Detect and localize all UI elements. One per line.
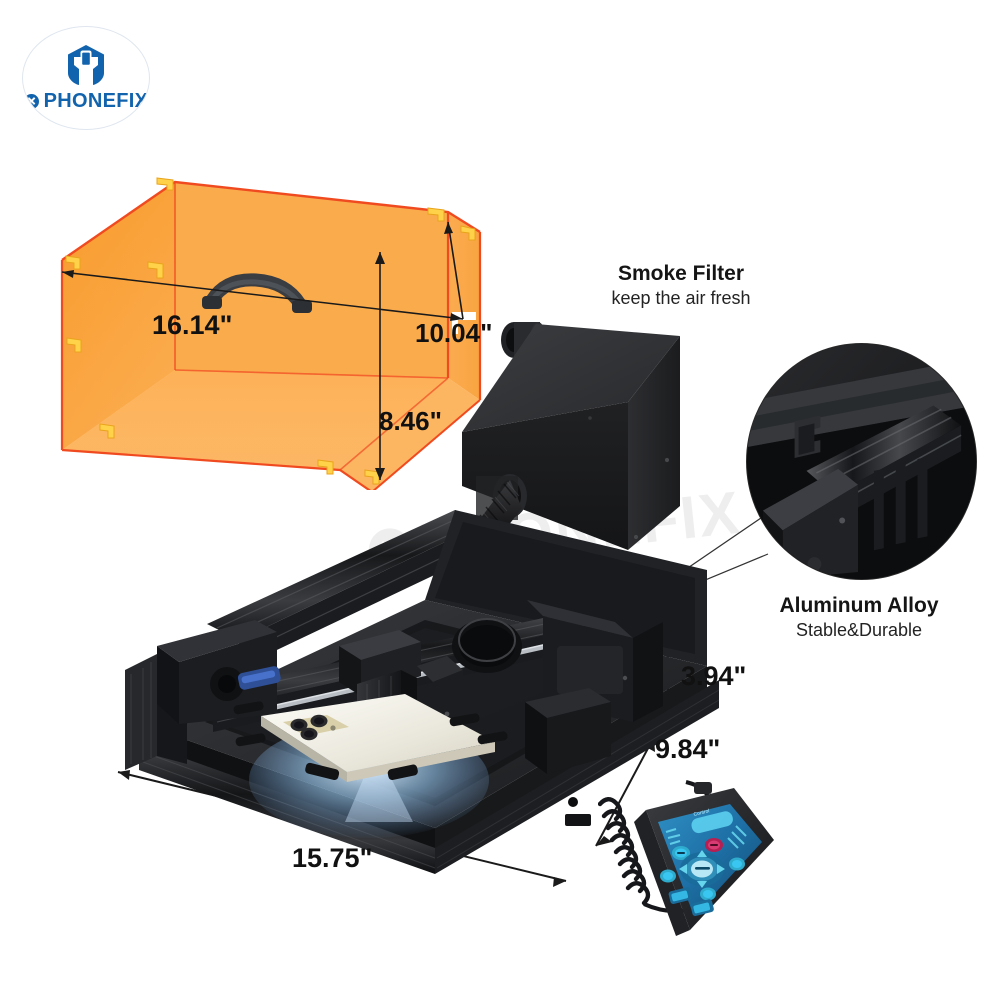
brand-logo: PHONEFIX [22, 26, 150, 130]
dimension-machine-depth: 9.84" [655, 734, 721, 764]
handheld-control-pad: Control [598, 780, 776, 945]
callout-smoke-filter-title: Smoke Filter [617, 262, 745, 285]
dimension-machine-width: 15.75" [292, 843, 373, 873]
callout-smoke-filter-subtitle: keep the air fresh [611, 287, 751, 308]
dimension-enclosure-width: 16.14" [152, 310, 233, 340]
dimension-enclosure-depth: 10.04" [415, 318, 493, 348]
smoke-filter-unit [418, 300, 693, 600]
brand-name: PHONEFIX [43, 89, 149, 112]
svg-text:Control: Control [693, 808, 710, 818]
aluminum-rail-detail-circle [746, 343, 977, 580]
dimension-enclosure-height: 8.46" [379, 406, 442, 436]
callout-smoke-filter: Smoke Filter keep the air fresh [576, 262, 786, 309]
phonefix-hexagon-wrench-logo-icon [68, 44, 104, 85]
brand-wordmark: PHONEFIX [23, 89, 149, 113]
callout-aluminum-alloy: Aluminum Alloy Stable&Durable [760, 594, 958, 641]
phone-workpiece [261, 694, 495, 782]
callout-aluminum-alloy-title: Aluminum Alloy [779, 594, 939, 617]
dimension-machine-height: 3.94" [681, 661, 747, 691]
brand-x-icon [23, 93, 39, 109]
callout-aluminum-alloy-subtitle: Stable&Durable [795, 619, 923, 640]
laser-engraver-machine [95, 470, 735, 900]
